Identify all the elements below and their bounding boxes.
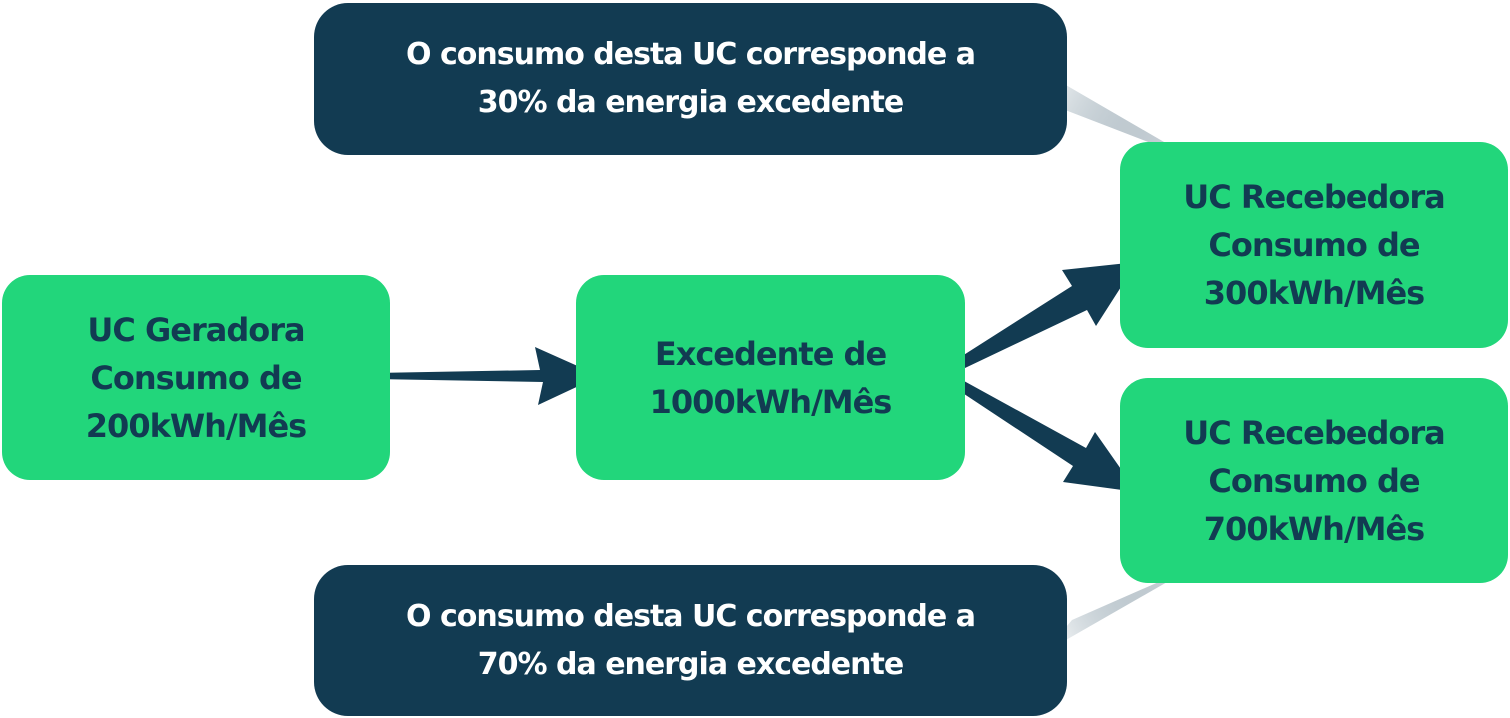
node-uc-geradora-line-2: Consumo de [90, 358, 302, 397]
node-uc-recebedora-1-line-2: Consumo de [1208, 226, 1420, 264]
callout-top-line-2: 30% da energia excedente [477, 85, 904, 120]
callout-top: O consumo desta UC corresponde a 30% da … [314, 3, 1067, 155]
node-excedente: Excedente de 1000kWh/Mês [576, 275, 965, 480]
node-excedente-line-2: 1000kWh/Mês [649, 382, 893, 421]
node-uc-geradora-line-1: UC Geradora [87, 310, 305, 349]
arrow-excedente-to-recebedora-2 [937, 370, 1137, 492]
callout-bottom-line-1: O consumo desta UC corresponde a [406, 598, 976, 634]
node-uc-recebedora-2-line-1: UC Recebedora [1183, 413, 1445, 452]
callout-tail-top [1040, 70, 1195, 160]
node-uc-recebedora-1-line-3: 300kWh/Mês [1203, 274, 1425, 312]
callout-tail-bottom [1045, 566, 1195, 652]
node-uc-recebedora-2-line-3: 700kWh/Mês [1203, 509, 1425, 548]
node-uc-recebedora-1-line-1: UC Recebedora [1183, 178, 1445, 216]
callout-top-line-1: O consumo desta UC corresponde a [406, 37, 976, 72]
node-uc-recebedora-2: UC Recebedora Consumo de 700kWh/Mês [1120, 378, 1508, 583]
node-uc-recebedora-1: UC Recebedora Consumo de 300kWh/Mês [1120, 142, 1508, 348]
node-uc-geradora-line-3: 200kWh/Mês [85, 406, 307, 445]
callout-bottom: O consumo desta UC corresponde a 70% da … [314, 565, 1067, 716]
node-uc-geradora: UC Geradora Consumo de 200kWh/Mês [2, 275, 390, 480]
arrow-geradora-to-excedente [372, 347, 600, 405]
callout-bottom-line-2: 70% da energia excedente [477, 646, 904, 682]
node-uc-recebedora-2-line-2: Consumo de [1208, 461, 1420, 500]
arrow-excedente-to-recebedora-1 [937, 262, 1137, 378]
node-excedente-line-1: Excedente de [654, 334, 887, 373]
